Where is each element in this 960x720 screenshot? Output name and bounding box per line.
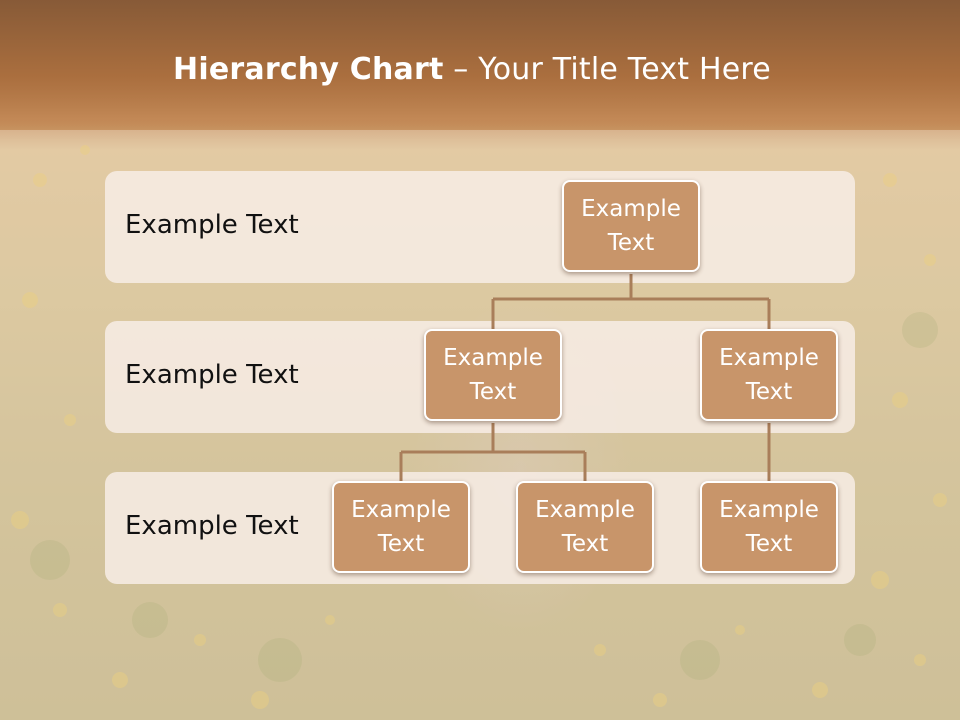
node-level3-c[interactable]: Example Text: [700, 481, 838, 573]
node-level3-a[interactable]: Example Text: [332, 481, 470, 573]
node-level2-left[interactable]: Example Text: [424, 329, 562, 421]
connector-left-to-level3: [399, 423, 587, 481]
connector-root-to-level2: [491, 274, 771, 329]
title-band: [0, 0, 960, 140]
level-row-1-label: Example Text: [125, 210, 299, 240]
node-root[interactable]: Example Text: [562, 180, 700, 272]
level-row-3-label: Example Text: [125, 511, 299, 541]
title-bold-part: Hierarchy Chart: [173, 52, 444, 87]
title-rest-part: – Your Title Text Here: [443, 52, 771, 87]
level-row-2-label: Example Text: [125, 360, 299, 390]
node-level3-b[interactable]: Example Text: [516, 481, 654, 573]
slide-title: Hierarchy Chart – Your Title Text Here: [0, 52, 944, 87]
level-row-1: Example Text: [105, 171, 855, 283]
node-level2-right[interactable]: Example Text: [700, 329, 838, 421]
